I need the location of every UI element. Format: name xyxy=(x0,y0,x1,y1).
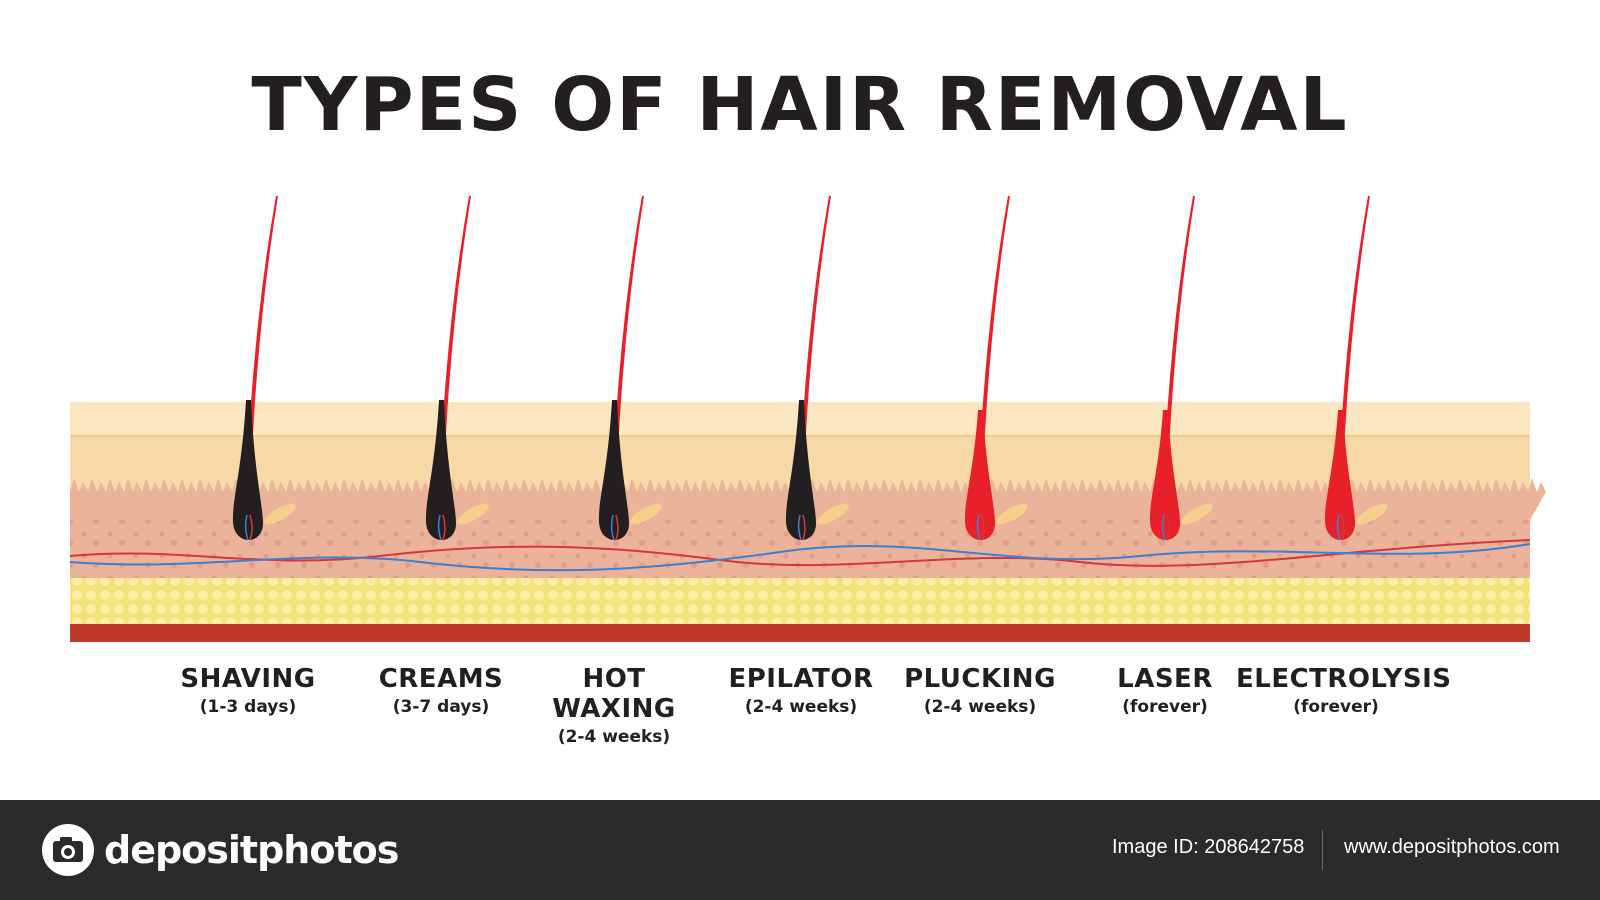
method-duration: (2-4 weeks) xyxy=(557,727,671,747)
papilla-vessel xyxy=(437,514,442,541)
hair-bulb xyxy=(425,400,457,540)
papilla-vessel xyxy=(249,514,253,541)
hair-bulb xyxy=(1324,410,1356,540)
hair-bulb xyxy=(964,410,996,540)
method-duration: (forever) xyxy=(1122,697,1208,717)
method-name: SHAVING xyxy=(180,664,316,694)
sebaceous-gland xyxy=(1356,503,1388,525)
method-name: HOT xyxy=(582,664,646,694)
method-label: LASER (forever) xyxy=(1065,664,1265,720)
hair-bulb xyxy=(232,400,264,540)
method-name: WAXING xyxy=(552,694,676,724)
method-name: LASER xyxy=(1117,664,1213,694)
hair-follicle xyxy=(1324,196,1388,541)
papilla-vessel xyxy=(1161,514,1166,541)
brand-logo[interactable]: depositphotos xyxy=(40,820,399,880)
hair-bulb xyxy=(1149,410,1181,540)
method-duration: (1-3 days) xyxy=(199,697,297,717)
hair-follicle xyxy=(232,196,296,541)
hair-bulb xyxy=(785,400,817,540)
hair-follicle xyxy=(1149,196,1213,541)
method-duration: (2-4 weeks) xyxy=(923,697,1037,717)
papilla-vessel xyxy=(615,514,619,541)
fat-layer xyxy=(70,578,1530,624)
hair-shaft xyxy=(247,196,278,470)
sebaceous-gland xyxy=(1181,503,1213,525)
papilla-vessel xyxy=(610,514,615,541)
footer-bar: depositphotos Image ID: 208642758 www.de… xyxy=(0,800,1600,900)
hair-follicles xyxy=(232,196,1388,541)
hair-shaft xyxy=(1339,196,1370,470)
hair-follicle xyxy=(964,196,1028,541)
brand-name: depositphotos xyxy=(104,828,399,872)
method-name: PLUCKING xyxy=(904,664,1056,694)
hair-bulb xyxy=(598,400,630,540)
papilla-vessel xyxy=(802,514,806,541)
blood-vessels xyxy=(69,539,1531,572)
footer-divider xyxy=(1322,830,1323,870)
hair-follicle xyxy=(425,196,489,541)
hair-shaft xyxy=(613,196,644,470)
papilla-vessel xyxy=(244,514,249,541)
sebaceous-gland xyxy=(630,503,662,525)
method-duration: (2-4 weeks) xyxy=(744,697,858,717)
image-id: Image ID: 208642758 xyxy=(1112,836,1305,858)
sebaceous-gland xyxy=(996,503,1028,525)
hair-shaft xyxy=(440,196,471,470)
papilla-vessel xyxy=(797,514,802,541)
sebaceous-gland xyxy=(264,503,296,525)
papilla-vessel xyxy=(442,514,446,541)
method-duration: (forever) xyxy=(1293,697,1379,717)
method-label: EPILATOR (2-4 weeks) xyxy=(701,664,901,720)
artery-line xyxy=(69,539,1531,567)
hair-shaft xyxy=(979,196,1010,470)
muscle-layer xyxy=(70,624,1530,642)
method-label: CREAMS (3-7 days) xyxy=(341,664,541,720)
method-label: SHAVING (1-3 days) xyxy=(148,664,348,720)
method-label: ELECTROLYSIS (forever) xyxy=(1236,664,1452,720)
method-name: ELECTROLYSIS xyxy=(1236,664,1452,694)
method-label: PLUCKING (2-4 weeks) xyxy=(880,664,1080,720)
hair-follicle xyxy=(598,196,662,541)
hair-follicle xyxy=(785,196,849,541)
hair-shaft xyxy=(1164,196,1195,470)
vein-line xyxy=(69,543,1531,572)
method-name: EPILATOR xyxy=(728,664,874,694)
website-link[interactable]: www.depositphotos.com xyxy=(1344,836,1560,858)
diagram-canvas: TYPES OF HAIR REMOVAL xyxy=(69,62,1546,750)
papilla-vessel xyxy=(1166,514,1170,541)
hair-shaft xyxy=(800,196,831,470)
sebaceous-gland xyxy=(817,503,849,525)
papilla-vessel xyxy=(981,514,985,541)
skin-cross-section xyxy=(69,196,1546,642)
diagram-title: TYPES OF HAIR REMOVAL xyxy=(251,62,1349,148)
papilla-vessel xyxy=(976,514,981,541)
method-duration: (3-7 days) xyxy=(392,697,490,717)
method-name: CREAMS xyxy=(378,664,504,694)
papilla-vessel xyxy=(1341,514,1345,541)
papilla-vessel xyxy=(1336,514,1341,541)
sebaceous-gland xyxy=(457,503,489,525)
camera-icon xyxy=(42,824,94,876)
